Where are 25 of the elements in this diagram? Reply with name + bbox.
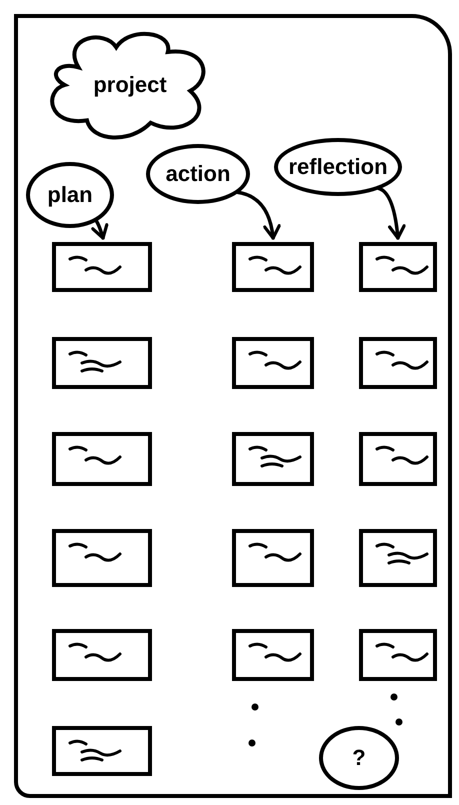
sketch-box	[359, 242, 437, 292]
sketch-box	[52, 432, 152, 486]
node-label: ?	[352, 747, 366, 769]
sketch-box	[359, 432, 437, 486]
node-label: plan	[47, 184, 93, 206]
sketch-box	[52, 529, 152, 587]
sketch-box	[232, 529, 314, 587]
curved-arrow	[376, 186, 406, 240]
node-label: reflection	[288, 156, 388, 178]
sketch-box	[359, 629, 437, 681]
sketch-box	[232, 242, 314, 292]
sketch-box	[52, 726, 152, 776]
page-frame	[14, 14, 452, 798]
sketch-box	[52, 337, 152, 389]
sketch-box	[359, 529, 437, 587]
sketch-box	[232, 337, 314, 389]
node-label: project	[93, 74, 167, 96]
sketch-box	[359, 337, 437, 389]
node-label: action	[166, 163, 230, 185]
sketch-box	[52, 629, 152, 681]
sketch-box	[232, 432, 314, 486]
sketch-box	[52, 242, 152, 292]
curved-arrow	[234, 190, 280, 240]
curved-arrow	[91, 218, 108, 240]
sketch-box	[232, 629, 314, 681]
